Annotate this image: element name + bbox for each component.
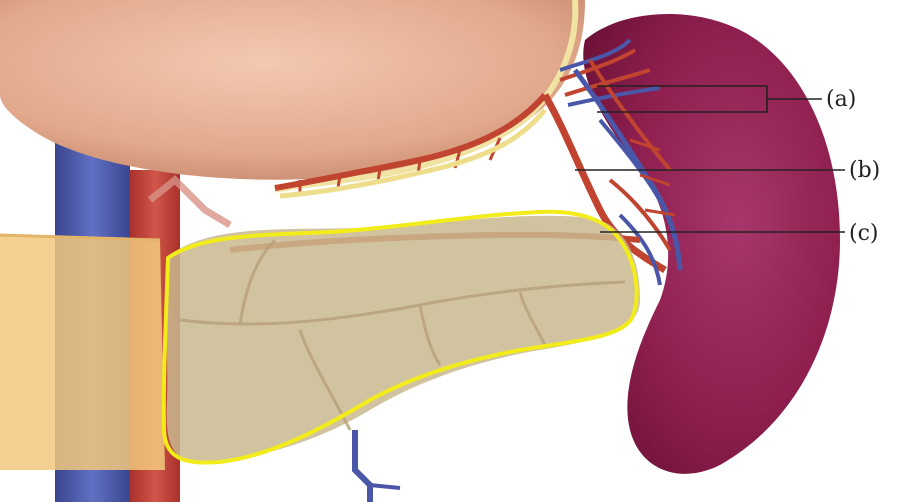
stomach	[0, 0, 585, 180]
label-a: (a)	[826, 87, 856, 112]
label-b: (b)	[849, 158, 880, 183]
vein-branch	[370, 485, 400, 488]
duodenum	[0, 235, 165, 470]
superior-mesenteric-vein	[355, 430, 370, 502]
pancreas	[165, 216, 640, 462]
label-c: (c)	[849, 221, 879, 246]
